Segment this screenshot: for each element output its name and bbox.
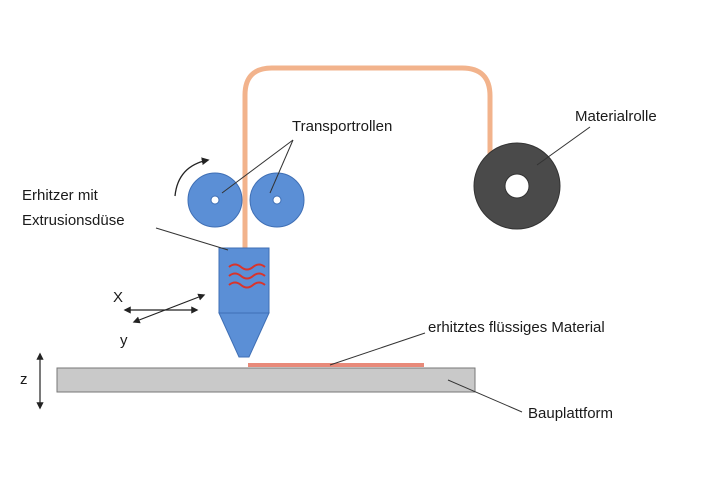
label-transport-rollers: Transportrollen: [292, 118, 392, 135]
label-heater-line2: Extrusionsdüse: [22, 212, 125, 229]
label-axis-z: z: [20, 371, 28, 388]
leader-heater: [155, 227, 229, 251]
heat-waves-icon: [228, 263, 266, 289]
leader-transport-right: [269, 139, 294, 194]
build-platform: [56, 367, 476, 393]
roller-axle-left: [210, 195, 220, 205]
label-build-platform: Bauplattform: [528, 405, 613, 422]
rotation-arrow-icon: [174, 157, 210, 197]
spool-hub: [504, 173, 530, 199]
leader-material-roll: [536, 126, 591, 166]
label-axis-x: X: [113, 289, 123, 306]
roller-axle-right: [272, 195, 282, 205]
molten-material-layer: [248, 358, 424, 367]
label-material-roll: Materialrolle: [575, 108, 657, 125]
label-heater-line1: Erhitzer mit: [22, 187, 99, 204]
label-axis-y: y: [120, 332, 128, 349]
extrusion-nozzle: [218, 312, 270, 358]
leader-lines: [155, 126, 591, 413]
filament-strand: [242, 65, 493, 253]
label-molten-material: erhitztes flüssiges Material: [428, 319, 605, 336]
leader-molten: [329, 332, 426, 366]
leader-transport-left: [221, 139, 294, 194]
xy-axes-icon: [123, 293, 206, 324]
leader-platform: [447, 379, 523, 413]
heater-block: [218, 247, 270, 314]
